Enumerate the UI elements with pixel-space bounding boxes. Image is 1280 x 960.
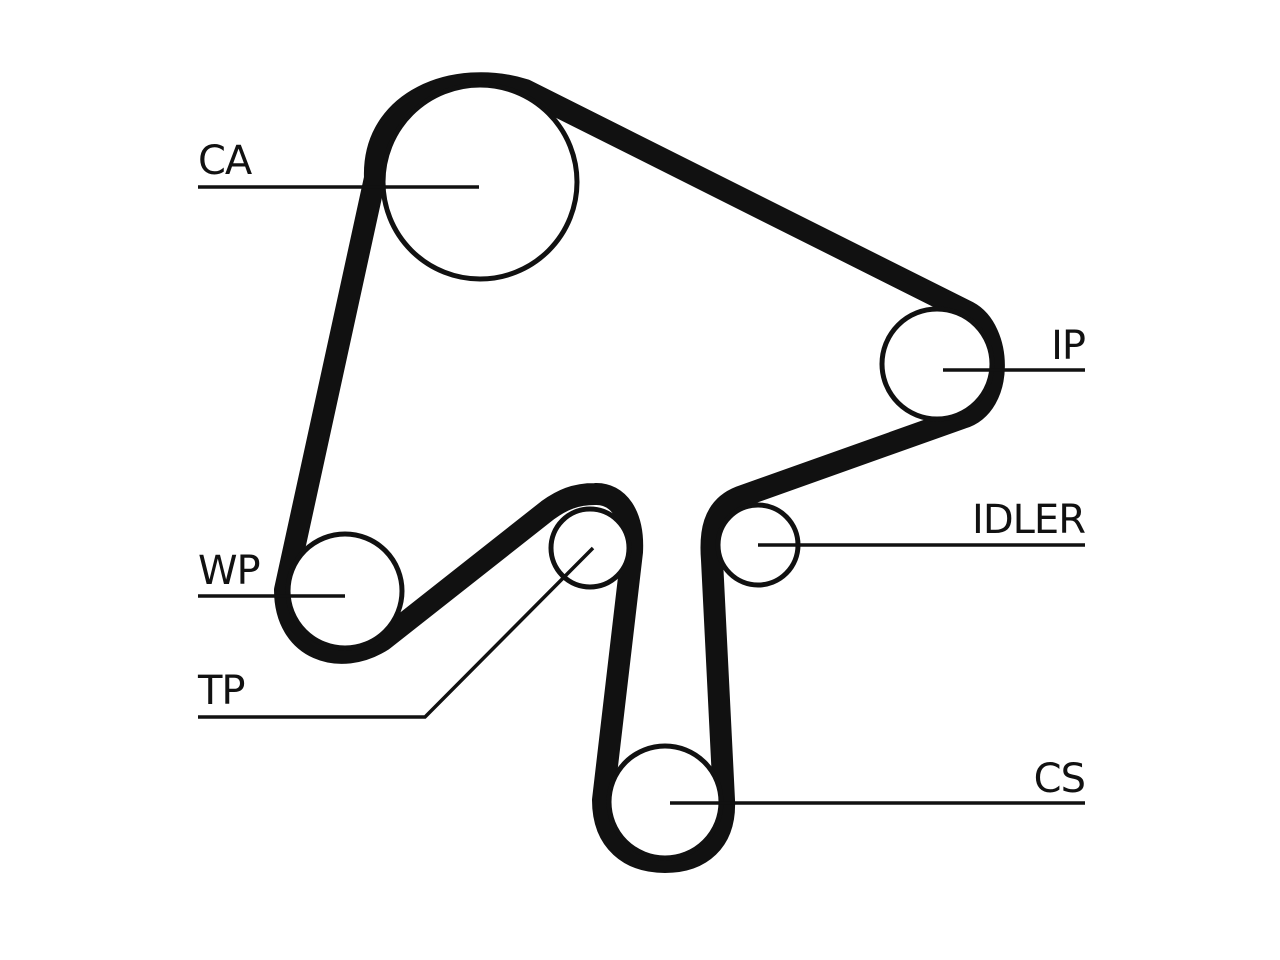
label-ca: CA [198,138,253,184]
timing-belt [274,72,1005,873]
injection-pump-pulley [879,306,995,422]
water-pump-pulley [285,531,405,651]
camshaft-pulley [380,82,580,282]
label-wp: WP [198,548,260,594]
tensioner-pulley [548,506,632,590]
label-idler: IDLER [972,497,1085,543]
label-ip: IP [1051,323,1085,369]
label-cs: CS [1034,756,1085,802]
label-tp: TP [197,668,245,714]
leader-line-tp [198,546,595,719]
